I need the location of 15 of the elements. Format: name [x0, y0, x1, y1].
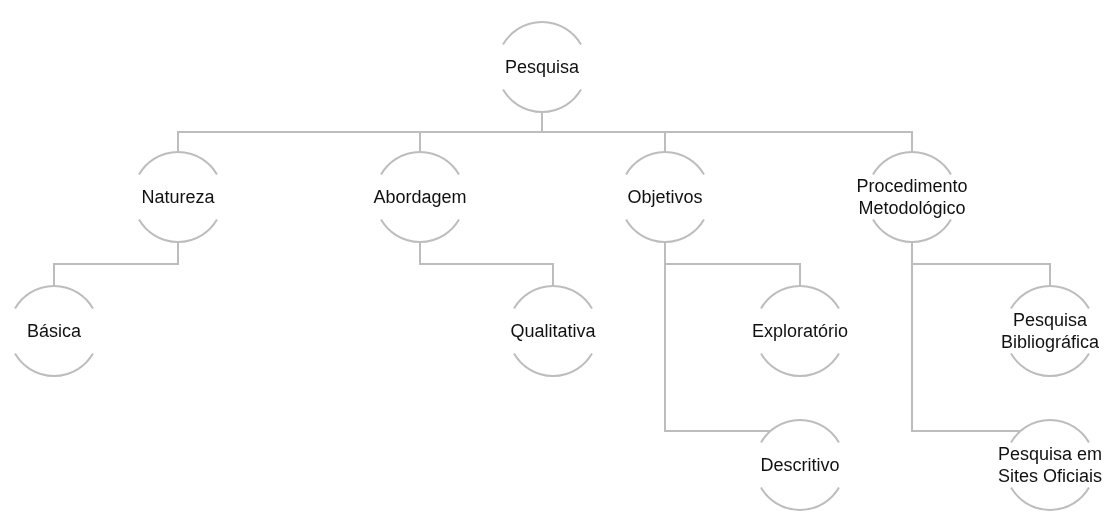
node-label: Exploratório [750, 320, 849, 342]
node-label: Abordagem [372, 186, 468, 208]
node-label: Procedimento Metodológico [855, 175, 969, 219]
connector-line [664, 241, 772, 432]
connector-line [53, 241, 179, 287]
node-label: Natureza [140, 186, 216, 208]
node-label: Pesquisa Bibliográfica [999, 309, 1101, 353]
node-label: Básica [26, 320, 82, 342]
connector-line [419, 241, 554, 287]
node-label: Descritivo [759, 454, 841, 476]
node-label: Qualitativa [509, 320, 597, 342]
node-label: Objetivos [626, 186, 704, 208]
node-label: Pesquisa em Sites Oficiais [996, 443, 1104, 487]
node-label: Pesquisa [503, 56, 581, 78]
connector-line [911, 241, 1022, 432]
